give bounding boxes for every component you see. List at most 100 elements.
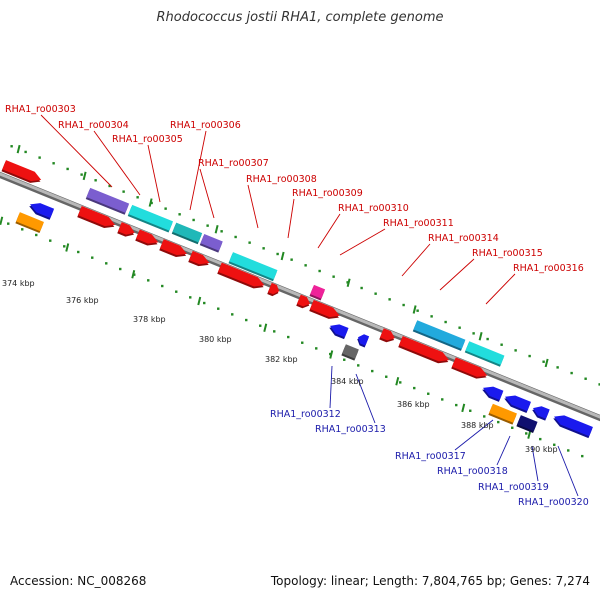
- ruler-dot: [287, 335, 290, 339]
- purple-feature-box: [199, 233, 223, 253]
- forward-cds-arrow: [309, 299, 340, 319]
- ruler-dot: [416, 309, 419, 312]
- forward-cds-arrow-body: [188, 250, 210, 265]
- forward-cds-arrow-body: [296, 294, 310, 307]
- ruler-tick: [527, 430, 532, 439]
- reverse-cds-arrow-body: [483, 386, 504, 401]
- forward-cds-arrow-body: [398, 335, 450, 362]
- ruler-dot: [514, 349, 517, 352]
- forward-cds-arrow: [188, 250, 210, 267]
- gene-label-RHA1_ro00319: RHA1_ro00319: [478, 482, 549, 493]
- gene-label-RHA1_ro00313: RHA1_ro00313: [315, 424, 386, 435]
- ruler-tick: [478, 331, 483, 341]
- ruler-dot: [150, 201, 153, 205]
- ruler-dot: [122, 190, 125, 193]
- ruler-dot: [21, 228, 24, 231]
- ruler-dot: [80, 173, 83, 176]
- ruler-tick: [544, 358, 549, 368]
- leader-line: [531, 445, 539, 482]
- purple-feature-box-body: [86, 187, 130, 213]
- reverse-cds-arrow: [357, 334, 370, 348]
- ruler-dot: [525, 432, 528, 435]
- gene-label-RHA1_ro00310: RHA1_ro00310: [338, 203, 409, 214]
- forward-cds-arrow-body: [451, 357, 488, 377]
- map-title: Rhodococcus jostii RHA1, complete genome: [156, 10, 444, 25]
- gene-label-RHA1_ro00312: RHA1_ro00312: [270, 409, 341, 420]
- forward-cds-arrow-body: [77, 205, 116, 227]
- ruler-dot: [371, 369, 374, 373]
- gene-label-RHA1_ro00315: RHA1_ro00315: [472, 248, 543, 259]
- ruler-dot: [259, 324, 262, 327]
- ruler-dot: [161, 284, 164, 288]
- ruler-tick: [263, 323, 268, 332]
- purple-feature-box: [85, 187, 130, 215]
- ruler-dot: [427, 392, 430, 395]
- ruler-dot: [234, 235, 237, 239]
- ruler-tick: [131, 270, 136, 279]
- forward-cds-arrow-body: [2, 160, 42, 182]
- forward-cds-arrow: [1, 160, 42, 183]
- feature-track: [1, 160, 593, 439]
- ruler-dot: [598, 383, 600, 386]
- forward-cds-arrow: [159, 239, 187, 258]
- ruler-dot: [192, 218, 195, 222]
- orange-feature-box-body: [489, 403, 517, 423]
- ruler-dot: [203, 301, 206, 305]
- ruler-dot: [500, 343, 503, 346]
- ruler-dot: [49, 239, 52, 242]
- ruler-tick: [82, 171, 87, 181]
- ruler-dot: [206, 224, 209, 227]
- ruler-dot: [24, 150, 27, 154]
- ruler-dot: [441, 398, 444, 401]
- purple-feature-box-body: [200, 233, 223, 251]
- cyan-feature-box-body: [465, 341, 505, 365]
- ruler-dot: [66, 167, 69, 171]
- ruler-dot: [52, 162, 55, 165]
- forward-cds-arrow-body: [379, 328, 395, 341]
- teal-feature-box: [171, 222, 203, 245]
- leader-line: [454, 419, 494, 451]
- ruler-dot: [178, 213, 181, 216]
- ruler-tick: [65, 243, 70, 252]
- leader-line: [247, 184, 259, 229]
- reverse-cds-arrow: [482, 386, 504, 402]
- forward-cds-arrow: [451, 357, 488, 379]
- ruler-dot: [262, 247, 265, 250]
- orange-feature-box: [488, 403, 517, 425]
- ruler-dot: [77, 250, 80, 254]
- ruler-tick: [461, 403, 466, 413]
- ruler-dot: [301, 341, 304, 344]
- blue-feature-box: [412, 320, 466, 351]
- forward-cds-arrow: [379, 328, 395, 343]
- reverse-cds-arrow-body: [533, 406, 550, 419]
- gene-label-RHA1_ro00308: RHA1_ro00308: [246, 174, 317, 185]
- ruler-dot: [399, 381, 402, 384]
- reverse-cds-arrow-body: [358, 334, 370, 346]
- reverse-cds-arrow-body: [554, 415, 593, 437]
- ruler-tick: [197, 296, 202, 306]
- ruler-dot: [483, 415, 486, 418]
- ruler-dot: [119, 267, 122, 271]
- ruler-dot: [315, 347, 318, 350]
- ruler-label: 388 kbp: [461, 421, 494, 430]
- gray-feature-box-body: [342, 344, 359, 359]
- ruler-dot: [346, 281, 349, 284]
- ruler-dot: [38, 156, 41, 159]
- forward-cds-arrow-body: [267, 282, 280, 295]
- ruler-dot: [567, 449, 570, 452]
- genome-summary-text: Topology: linear; Length: 7,804,765 bp; …: [270, 574, 590, 588]
- reverse-cds-arrow-body: [505, 395, 531, 412]
- ruler-dot: [360, 286, 363, 290]
- ruler-dot: [458, 326, 461, 329]
- ruler-dot: [374, 292, 377, 295]
- ruler-dot: [511, 426, 514, 429]
- ruler-dot: [248, 241, 251, 244]
- ruler-tick: [214, 225, 219, 234]
- forward-cds-arrow-body: [135, 229, 159, 244]
- ruler-dot: [556, 366, 559, 369]
- ruler-tick: [412, 305, 417, 314]
- reverse-cds-arrow-body: [30, 203, 55, 219]
- gene-label-RHA1_ro00317: RHA1_ro00317: [395, 451, 466, 462]
- reverse-cds-arrow: [532, 406, 550, 421]
- reverse-cds-arrow: [329, 324, 349, 340]
